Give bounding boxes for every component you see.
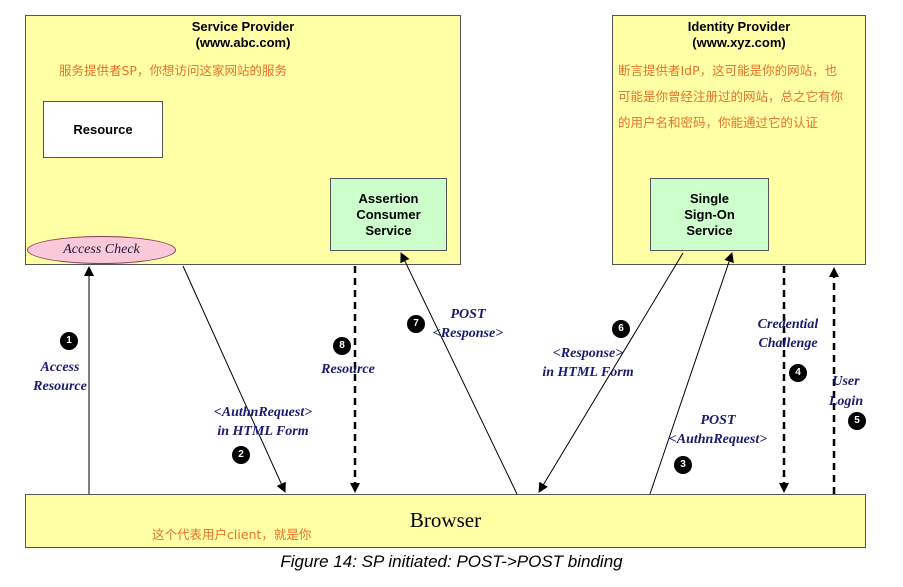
access-check-ellipse: Access Check <box>27 236 176 264</box>
identity-provider-title: Identity Provider <box>687 19 791 34</box>
step-4-label-line-2: Challenge <box>758 336 818 351</box>
identity-provider-url: (www.xyz.com) <box>692 35 786 50</box>
service-provider-note: 服务提供者SP，你想访问这家网站的服务 <box>59 63 287 78</box>
step-2-label-line-1: <AuthnRequest> <box>213 405 313 420</box>
arrow-step-3 <box>649 252 734 495</box>
assertion-consumer-service-label: Assertion Consumer Service <box>356 191 421 238</box>
assertion-consumer-service-box: Assertion Consumer Service <box>330 178 447 251</box>
resource-label: Resource <box>73 122 133 137</box>
browser-label: Browser <box>409 508 482 532</box>
step-4-label-line-1: Credential <box>757 317 819 332</box>
step-5-label-line-1: User <box>832 374 860 389</box>
service-provider-box: Service Provider (www.abc.com) 服务提供者SP，你… <box>25 15 461 265</box>
identity-provider-note-line-3: 的用户名和密码，你能通过它的认证 <box>618 115 819 130</box>
arrow-step-6 <box>538 252 684 493</box>
arrow-step-7 <box>400 252 518 495</box>
step-8-label-line-1: Resource <box>321 362 375 377</box>
figure-caption: Figure 14: SP initiated: POST->POST bind… <box>280 552 623 571</box>
step-3-badge: 3 <box>674 456 692 474</box>
browser-note: 这个代表用户client，就是你 <box>152 527 312 542</box>
step-6-label-line-1: <Response> <box>552 346 624 361</box>
access-check-label: Access Check <box>63 242 140 257</box>
step-2-badge: 2 <box>232 446 250 464</box>
step-3-label-line-2: <AuthnRequest> <box>668 432 768 447</box>
identity-provider-note-line-2: 可能是你曾经注册过的网站，总之它有你 <box>618 89 844 104</box>
step-5-label-line-2: Login <box>828 394 864 409</box>
browser-box: Browser 这个代表用户client，就是你 <box>25 494 866 548</box>
step-1-label-line-1: Access <box>40 360 80 375</box>
resource-box: Resource <box>43 101 163 158</box>
step-7-label-line-2: <Response> <box>432 326 504 341</box>
service-provider-url: (www.abc.com) <box>195 35 291 50</box>
step-1-label-line-2: Resource <box>33 379 87 394</box>
single-sign-on-service-label: Single Sign-On Service <box>684 191 735 238</box>
step-5-badge: 5 <box>848 412 866 430</box>
step-8-badge: 8 <box>333 337 351 355</box>
service-provider-title: Service Provider <box>191 19 295 34</box>
arrow-step-2 <box>182 265 286 493</box>
step-6-label-line-2: in HTML Form <box>542 365 634 380</box>
step-3-label-line-1: POST <box>700 413 736 428</box>
step-7-label-line-1: POST <box>450 307 486 322</box>
identity-provider-box: Identity Provider (www.xyz.com) 断言提供者IdP… <box>612 15 866 265</box>
single-sign-on-service-box: Single Sign-On Service <box>650 178 769 251</box>
step-6-badge: 6 <box>612 320 630 338</box>
step-4-badge: 4 <box>789 364 807 382</box>
identity-provider-note-line-1: 断言提供者IdP，这可能是你的网站，也 <box>618 63 838 78</box>
step-2-label-line-2: in HTML Form <box>217 424 309 439</box>
step-1-badge: 1 <box>60 332 78 350</box>
step-7-badge: 7 <box>407 315 425 333</box>
